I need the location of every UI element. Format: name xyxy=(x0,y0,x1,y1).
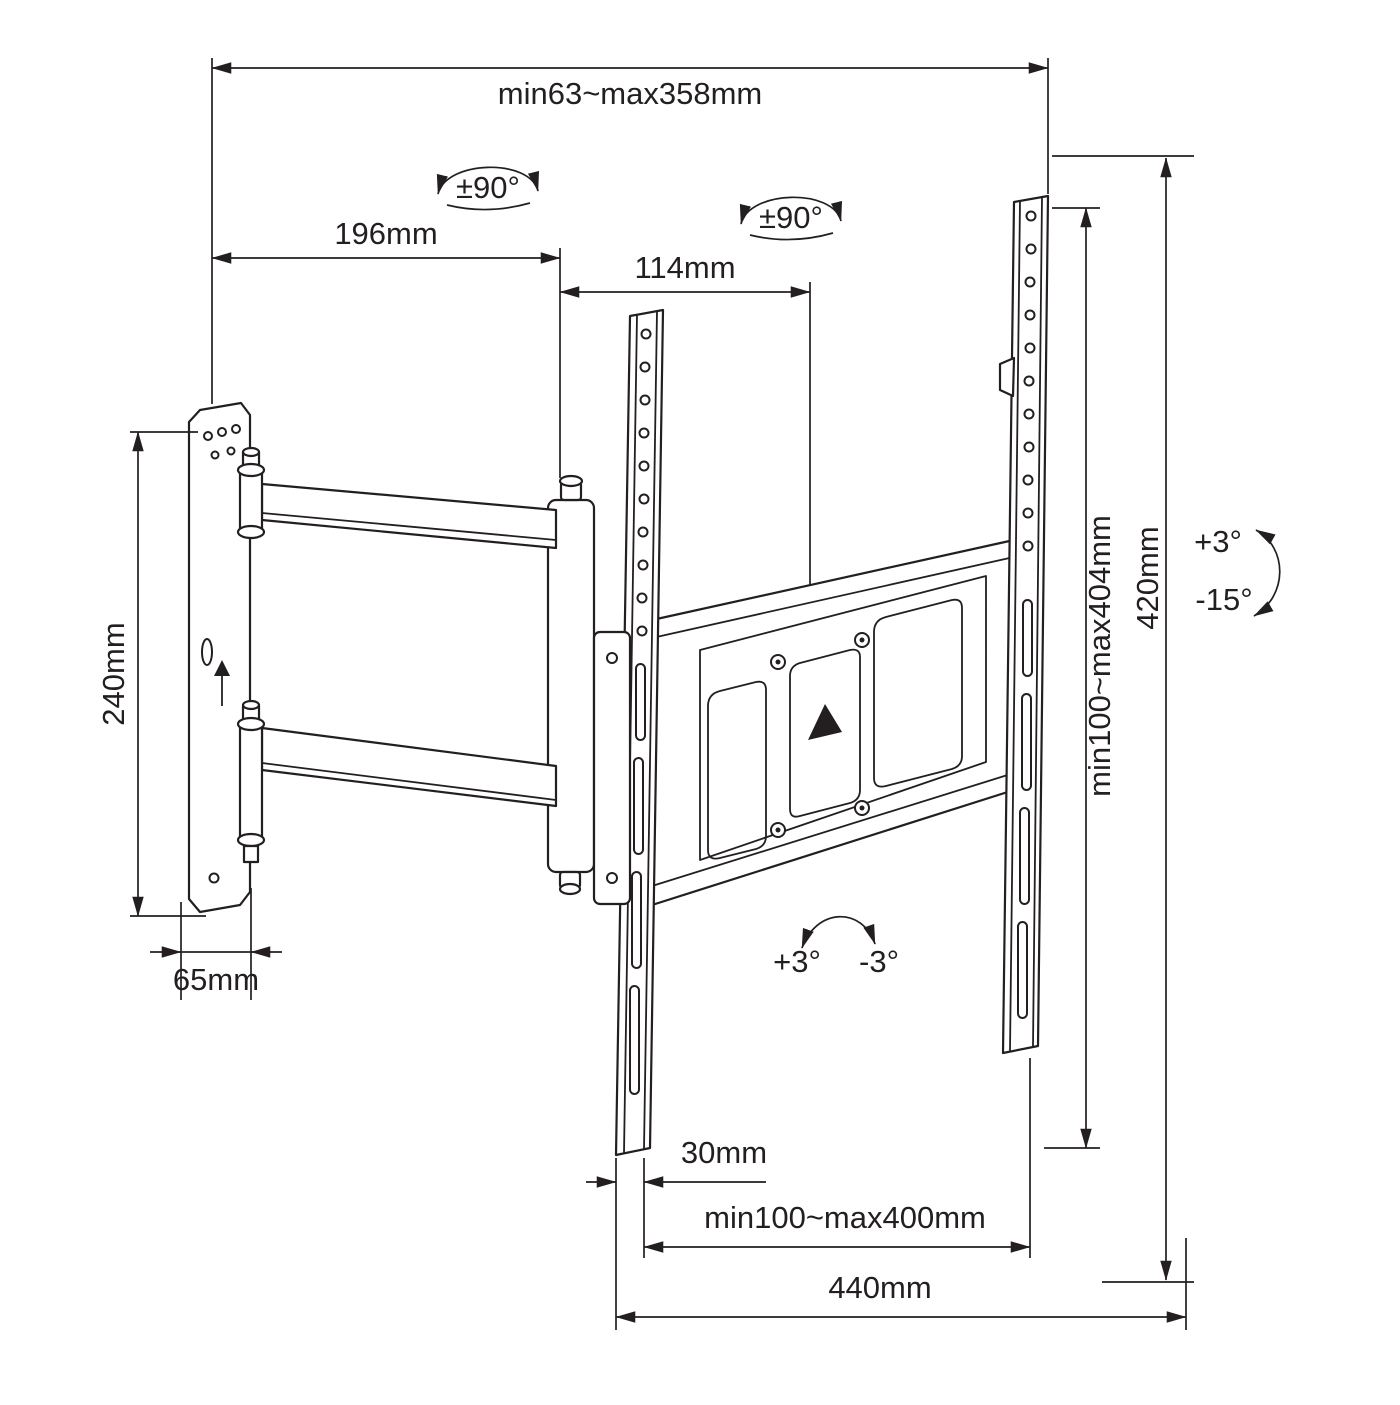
rail-hook-tab xyxy=(998,356,1016,398)
dim-vesa-width xyxy=(643,1058,1031,1258)
pivot-nut-top xyxy=(558,474,584,502)
dim-bracket-height xyxy=(1052,155,1194,1283)
pivot-column xyxy=(546,498,596,874)
swivel-arc-right xyxy=(739,196,842,241)
dim-vesa-height xyxy=(1044,207,1100,1149)
dim-plate-height xyxy=(130,431,206,917)
dim-plate-width xyxy=(150,888,282,1000)
label-arm-length: 196mm xyxy=(334,216,437,251)
vesa-adapter-bracket xyxy=(592,630,632,906)
label-bracket-width: 440mm xyxy=(828,1270,931,1305)
label-plate-height: 240mm xyxy=(96,622,131,725)
dim-top-width xyxy=(211,58,1049,404)
up-arrow-icon xyxy=(214,660,230,706)
label-swivel-right: ±90° xyxy=(759,200,823,235)
labels-layer: min63~max358mm ±90° ±90° 196mm 114mm 240… xyxy=(96,76,1253,1305)
label-tilt-up: +3° xyxy=(1194,524,1242,559)
level-arc xyxy=(801,915,876,949)
swivel-arc-left xyxy=(436,166,539,211)
dimensions-layer xyxy=(130,58,1281,1330)
hinge-bottom xyxy=(236,699,266,864)
crossbar-beam xyxy=(650,538,1016,907)
label-hole-offset: 30mm xyxy=(681,1135,767,1170)
label-arm-extension: 114mm xyxy=(634,250,735,285)
label-level-right: -3° xyxy=(859,944,899,979)
upper-arm xyxy=(260,482,558,550)
tilt-arc xyxy=(1253,529,1281,617)
dim-hole-offset xyxy=(586,1158,766,1330)
arm-assembly xyxy=(260,474,632,906)
label-swivel-left: ±90° xyxy=(456,170,520,205)
dim-bracket-width xyxy=(615,1238,1187,1330)
wall-plate xyxy=(187,401,266,914)
brand-triangle-icon xyxy=(808,704,842,740)
pivot-nut-bottom xyxy=(558,870,582,896)
label-plate-width: 65mm xyxy=(173,962,259,997)
label-vesa-width: min100~max400mm xyxy=(704,1200,986,1235)
dim-arm-length xyxy=(211,248,561,478)
label-bracket-height: 420mm xyxy=(1130,526,1165,629)
right-vesa-rail xyxy=(998,194,1050,1055)
label-top-width: min63~max358mm xyxy=(498,76,762,111)
label-level-left: +3° xyxy=(773,944,821,979)
hinge-top xyxy=(236,446,266,540)
screw-icons xyxy=(770,632,870,838)
label-tilt-down: -15° xyxy=(1195,582,1252,617)
label-vesa-height: min100~max404mm xyxy=(1082,515,1117,797)
dim-arm-extension xyxy=(559,282,811,585)
